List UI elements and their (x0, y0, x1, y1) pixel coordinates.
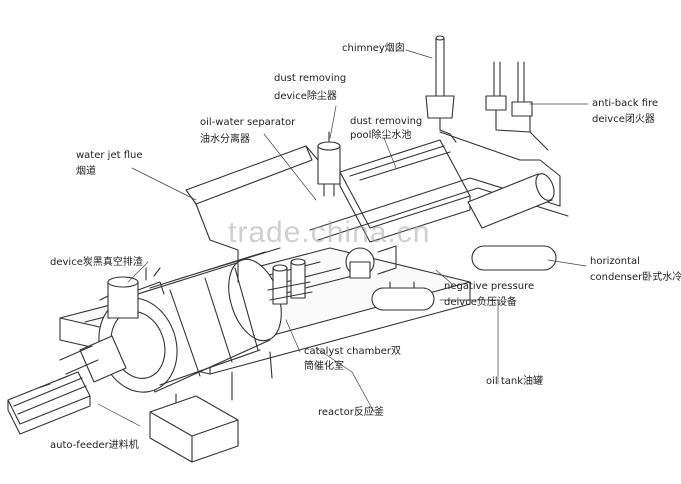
label-horizontal-condenser-line1: horizontal (590, 256, 640, 267)
catalyst-chambers (267, 258, 313, 305)
label-dust-removing-pool-line2: pool除尘水池 (350, 130, 412, 141)
chimney (425, 35, 457, 143)
label-carbon-discharge-device: device炭黑真空排渣 (50, 257, 143, 268)
label-dust-removing-pool-line1: dust removing (350, 116, 423, 127)
label-anti-back-fire-line2: deivce闭火器 (592, 114, 655, 125)
label-catalyst-chamber-line1: catalyst chamber双 (304, 346, 401, 357)
label-dust-removing-device-line1: dust removing (274, 73, 347, 84)
label-horizontal-condenser-line2: condenser卧式水冷 (590, 272, 681, 283)
anti-back-fire-device (485, 61, 533, 133)
watermark: trade.china.cn (228, 216, 431, 249)
auto-feeder (7, 371, 91, 435)
label-water-jet-flue-line1: water jet flue (76, 150, 143, 161)
label-oil-water-separator-line1: oil-water separator (200, 117, 296, 128)
label-reactor: reactor反应釜 (318, 407, 384, 418)
label-negative-pressure-line2: deivce负压设备 (444, 297, 517, 308)
label-catalyst-chamber-line2: 筒催化室 (304, 361, 344, 372)
leader-lines (97, 49, 589, 427)
dust-removing-device (317, 131, 341, 197)
label-anti-back-fire-line1: anti-back fire (592, 98, 659, 109)
reactor-front-cap (59, 335, 127, 383)
carbon-discharge-device (99, 267, 165, 319)
horizontal-condenser (467, 173, 555, 229)
dust-removing-pool (339, 139, 471, 243)
negative-pressure-tank (471, 245, 557, 271)
label-negative-pressure-line1: negative pressure (444, 281, 535, 292)
label-dust-removing-device-line2: device除尘器 (274, 91, 337, 102)
oil-tank (371, 281, 435, 311)
reactor-drum (98, 247, 282, 416)
label-oil-water-separator-line2: 油水分离器 (200, 134, 250, 145)
label-water-jet-flue-line2: 烟道 (76, 166, 96, 177)
separator-tanks (345, 245, 397, 279)
label-oil-tank: oil tank油罐 (486, 376, 544, 387)
label-chimney: chimney烟囱 (342, 43, 405, 54)
label-auto-feeder: auto-feeder进料机 (50, 440, 139, 451)
reactor-pit (149, 395, 239, 463)
oil-water-separator-pipe (185, 145, 319, 283)
